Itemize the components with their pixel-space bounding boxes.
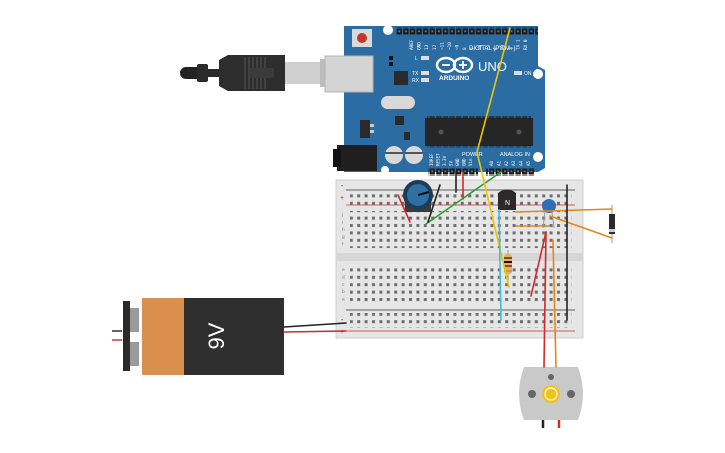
digital-pin-label: 13 xyxy=(424,44,430,50)
led-tx xyxy=(421,71,429,75)
model-text: UNO xyxy=(478,59,507,74)
power-pin-label: RESET xyxy=(436,153,441,166)
digital-pin-label: ~10 xyxy=(447,42,453,50)
digital-pin-label: ~9 xyxy=(455,44,461,50)
rail-plus-label-top: + xyxy=(340,195,344,202)
rail-minus-label-bottom: - xyxy=(341,317,344,324)
dc-motor[interactable] xyxy=(519,367,583,428)
row-letter: e xyxy=(342,268,345,273)
usb-cable[interactable] xyxy=(180,55,328,91)
digital-pin-label: 4 xyxy=(493,47,499,50)
power-pin-label: GND xyxy=(462,158,467,166)
digital-pin-label: RX 0 xyxy=(523,39,529,50)
row-letter: c xyxy=(342,283,345,288)
wire-cyan xyxy=(498,209,502,321)
capacitor-2 xyxy=(405,146,423,164)
battery-cap xyxy=(142,298,186,375)
led-tx-label: TX xyxy=(412,71,419,77)
power-pin-label: 5V xyxy=(449,160,454,166)
battery-9v[interactable]: 9V xyxy=(112,298,284,375)
digital-pin-label: 7 xyxy=(470,47,476,50)
transistor-label: N xyxy=(505,200,510,207)
crystal xyxy=(381,96,415,109)
diode[interactable] xyxy=(609,205,615,243)
digital-label: DIGITAL (PWM~) xyxy=(469,46,516,52)
npn-transistor[interactable]: N xyxy=(498,189,516,211)
analog-pin-label: A4 xyxy=(519,160,524,166)
digital-pin-label: 12 xyxy=(432,44,438,50)
led-rx xyxy=(421,78,429,82)
analog-pin-label: A3 xyxy=(511,160,516,166)
digital-pin-label: 2 xyxy=(508,47,514,50)
led-rx-label: RX xyxy=(412,78,420,84)
row-letter: h xyxy=(342,227,345,233)
analog-pin-label: A1 xyxy=(496,160,501,166)
row-letter: g xyxy=(342,235,345,240)
wire-pot-gnd xyxy=(427,184,441,223)
rail-minus-label-top: - xyxy=(341,183,344,190)
wire-analog xyxy=(425,171,502,225)
wire-battery-positive xyxy=(283,330,347,333)
resistor[interactable] xyxy=(504,250,512,285)
digital-pin-label: ~6 xyxy=(477,44,483,50)
brand-text: ARDUINO xyxy=(439,75,469,82)
power-pin-label: IOREF xyxy=(429,153,434,166)
led-l xyxy=(421,56,429,60)
wire-motor-orange xyxy=(552,239,557,368)
rail-plus-label-bottom: + xyxy=(340,329,344,336)
wire-red-diag xyxy=(530,231,547,297)
digital-pin-label: ~3 xyxy=(500,44,506,50)
led-l-label: L xyxy=(415,56,418,62)
wire-motor-red xyxy=(543,231,547,368)
wire-battery-negative xyxy=(283,322,347,328)
digital-pin-label: 8 xyxy=(462,47,468,50)
battery-label: 9V xyxy=(204,322,229,349)
digital-pin-label: GND xyxy=(417,42,423,50)
power-pin-label: 3.3V xyxy=(442,155,447,166)
row-letter: b xyxy=(342,289,345,295)
battery-body xyxy=(184,298,284,375)
analog-pin-label: A0 xyxy=(489,160,494,166)
digital-pin-label: ~11 xyxy=(439,42,445,50)
led-on-label: ON xyxy=(524,71,532,77)
usb-chip xyxy=(394,71,408,85)
digital-pin-label: ~5 xyxy=(485,44,491,50)
wire-diode-b xyxy=(549,215,613,239)
analog-pin-label: A5 xyxy=(526,160,531,166)
arduino-logo xyxy=(435,56,474,74)
analog-pin-label: A2 xyxy=(504,160,509,166)
row-letter: f xyxy=(342,242,344,248)
power-pin-label: GND xyxy=(455,158,460,166)
row-letter: a xyxy=(342,298,345,303)
row-letter: d xyxy=(342,274,345,280)
power-pin-label: Vin xyxy=(468,158,473,166)
digital-pin-label: TX 1 xyxy=(515,39,521,50)
wire-pot-vcc xyxy=(397,194,411,223)
power-label: POWER xyxy=(462,152,483,158)
wire-pwm xyxy=(476,27,511,288)
capacitor-1 xyxy=(385,146,403,164)
row-letter: i xyxy=(342,219,343,225)
wire-diode-a xyxy=(515,208,613,213)
digital-pin-label: AREF xyxy=(409,39,415,50)
analog-label: ANALOG IN xyxy=(500,152,530,158)
row-letter: j xyxy=(341,212,343,218)
wires xyxy=(283,27,613,368)
led-on xyxy=(514,71,522,75)
potentiometer[interactable] xyxy=(403,180,433,212)
